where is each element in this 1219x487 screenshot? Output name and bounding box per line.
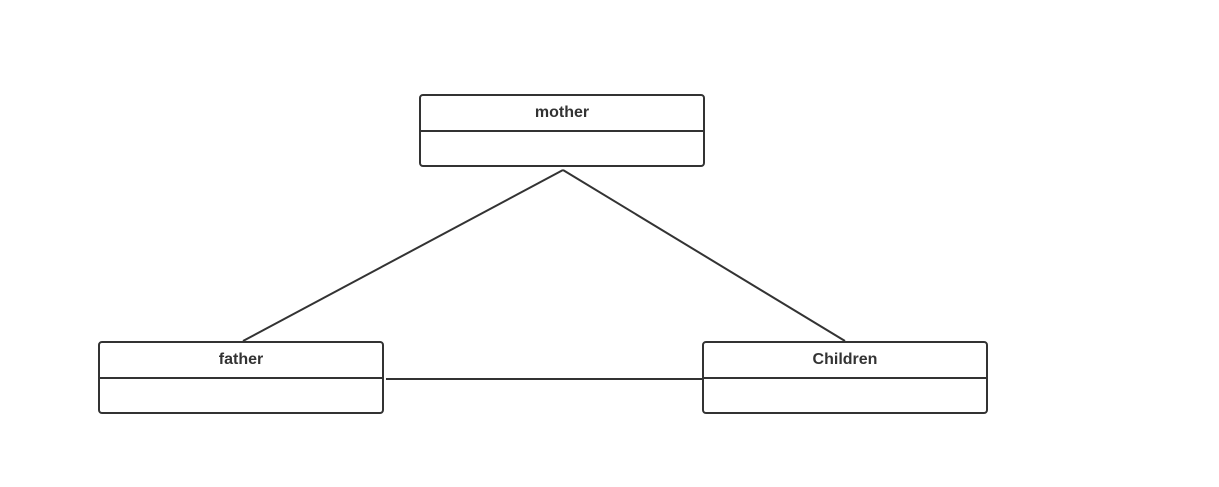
class-name-mother: mother [421,96,703,132]
class-box-children[interactable]: Children [702,341,988,414]
class-box-father[interactable]: father [98,341,384,414]
class-name-father: father [100,343,382,379]
association-mother-father[interactable] [242,169,564,342]
class-attributes-father [100,379,382,412]
class-name-children: Children [704,343,986,379]
association-mother-children[interactable] [562,169,846,342]
class-box-mother[interactable]: mother [419,94,705,167]
class-attributes-children [704,379,986,412]
class-attributes-mother [421,132,703,165]
